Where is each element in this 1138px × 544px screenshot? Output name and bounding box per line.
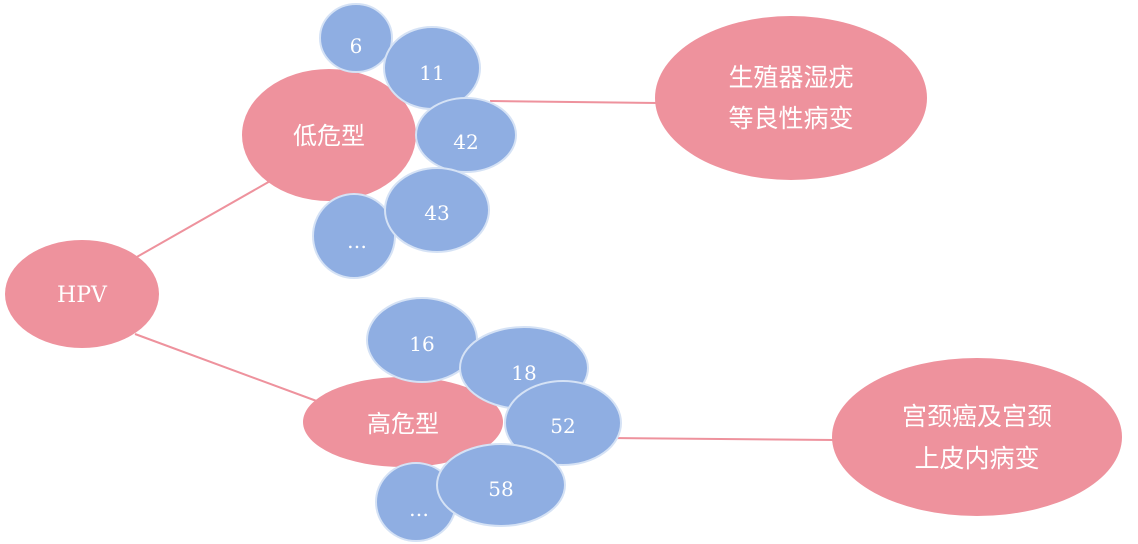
- low-risk-types: 6 11 42 … 43: [312, 3, 517, 279]
- high-risk-node: [303, 377, 503, 467]
- low-risk-label: 低危型: [293, 122, 365, 150]
- low-risk-outcome-line2: 等良性病变: [728, 104, 853, 133]
- type-node-43: 43: [384, 167, 490, 253]
- high-risk-outcome-line2: 上皮内病变: [914, 444, 1039, 473]
- connectors: [134, 100, 836, 441]
- type-node-ellipsis-high: …: [375, 462, 457, 542]
- root-label: HPV: [57, 283, 108, 308]
- type-node-52: 52: [504, 380, 622, 466]
- type-label-43: 43: [424, 201, 449, 225]
- type-label-ellipsis-high: …: [409, 497, 429, 521]
- type-label-6: 6: [350, 34, 363, 58]
- low-risk-node: 低危型: [242, 69, 416, 201]
- type-node-58: 58: [436, 443, 566, 527]
- high-risk-outcome-node: 宫颈癌及宫颈 上皮内病变: [832, 358, 1122, 516]
- type-node-11: 11: [383, 26, 481, 110]
- type-label-42: 42: [453, 130, 478, 154]
- high-risk-types: 16 18 52 … 58: [366, 297, 622, 542]
- type-label-58: 58: [488, 477, 513, 501]
- connector-low-risk-outcome: [489, 100, 659, 104]
- type-node-ellipsis-low: …: [312, 193, 396, 279]
- type-node-6: 6: [319, 3, 393, 73]
- type-label-16: 16: [409, 332, 434, 356]
- type-label-18: 18: [511, 361, 536, 385]
- type-label-52: 52: [550, 414, 575, 438]
- low-risk-outcome-line1: 生殖器湿疣: [728, 63, 853, 92]
- connector-hpv-high-risk: [134, 333, 323, 404]
- root-node: HPV: [5, 240, 159, 348]
- type-label-ellipsis-low: …: [347, 229, 367, 253]
- connector-high-risk-outcome: [609, 437, 836, 441]
- high-risk-label: 高危型: [367, 410, 439, 438]
- type-label-11: 11: [419, 61, 444, 85]
- high-risk-outcome-line1: 宫颈癌及宫颈: [902, 402, 1052, 431]
- connector-hpv-low-risk: [134, 179, 273, 259]
- type-node-16: 16: [366, 297, 478, 383]
- type-node-42: 42: [415, 97, 517, 173]
- low-risk-outcome-node: 生殖器湿疣 等良性病变: [655, 16, 927, 180]
